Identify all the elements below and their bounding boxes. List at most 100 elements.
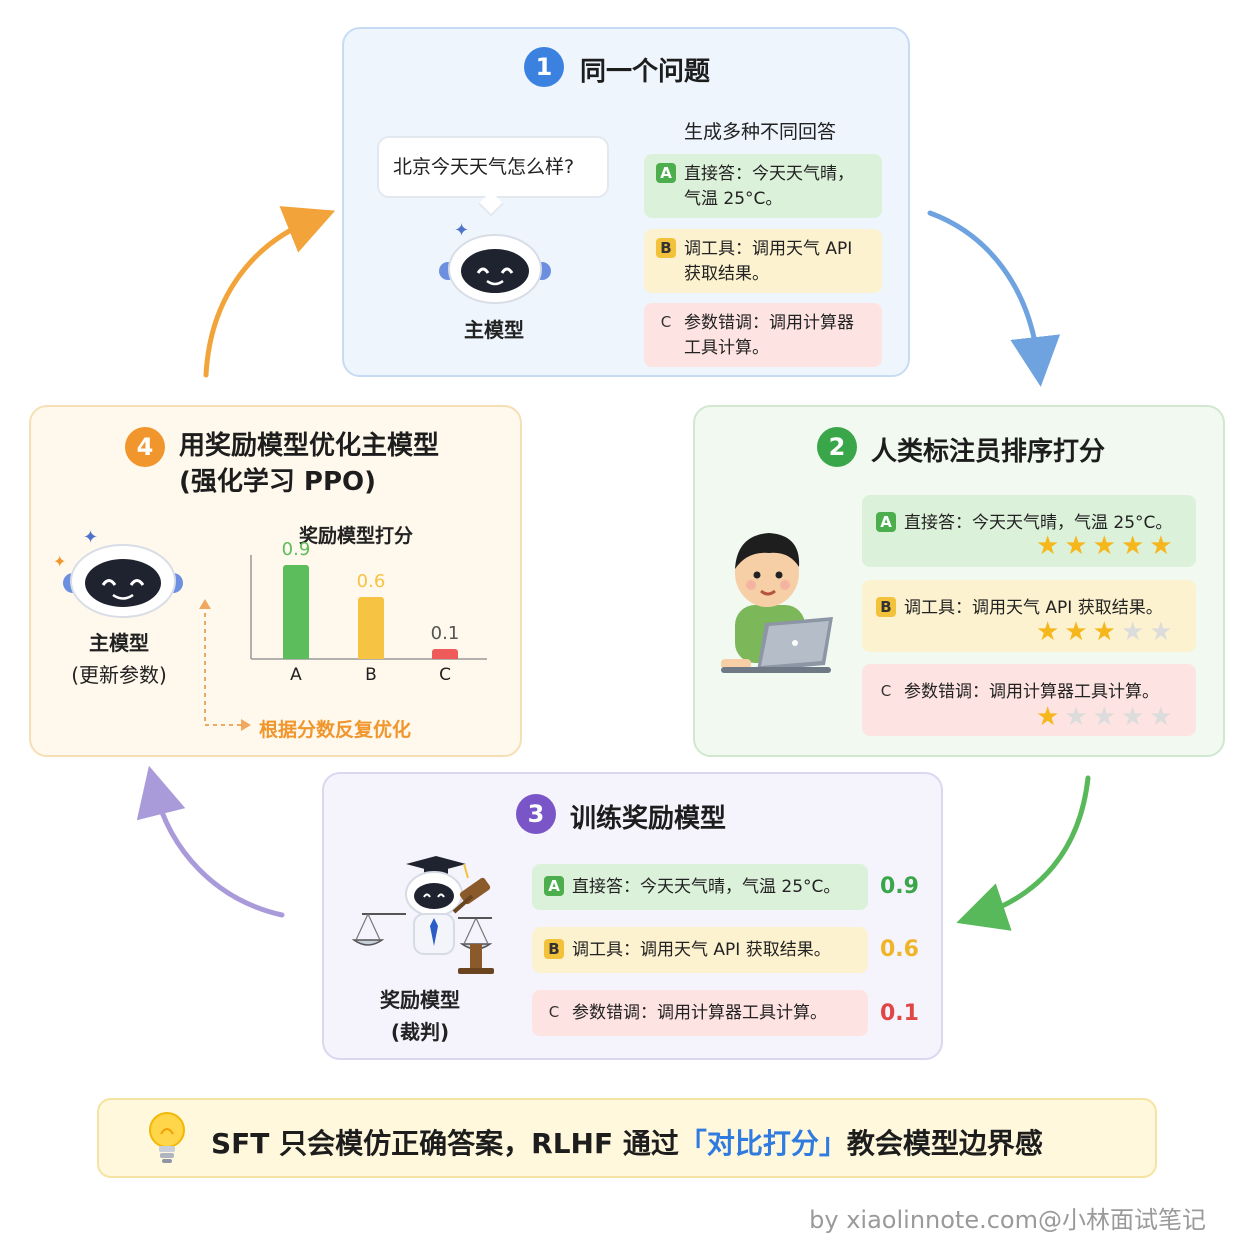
score-b: 0.6 bbox=[880, 937, 919, 962]
chart-value-label: 0.9 bbox=[281, 539, 311, 561]
star-filled-icon: ★ bbox=[1064, 531, 1093, 561]
summary-banner: SFT 只会模仿正确答案，RLHF 通过「对比打分」教会模型边界感 bbox=[97, 1098, 1157, 1178]
stars-c: ★★★★★ bbox=[1036, 702, 1178, 732]
star-empty-icon: ★ bbox=[1120, 702, 1150, 732]
ranked-item-b-label: 调工具：调用天气 API 获取结果。 bbox=[904, 598, 1163, 618]
footer-credit: by xiaolinnote.com@小林面试笔记 bbox=[809, 1206, 1206, 1234]
chart-bar-a bbox=[283, 565, 309, 659]
star-filled-icon: ★ bbox=[1149, 531, 1178, 561]
panel-title: 同一个问题 bbox=[580, 57, 711, 87]
chart-value-label: 0.6 bbox=[356, 570, 386, 592]
ranked-item-c-label: 参数错调：调用计算器工具计算。 bbox=[904, 682, 1159, 702]
tag-a: A bbox=[544, 876, 564, 896]
chart-axes bbox=[250, 555, 487, 660]
star-filled-icon: ★ bbox=[1036, 702, 1065, 732]
tag-b: B bbox=[656, 238, 676, 258]
summary-highlight: 「对比打分」 bbox=[678, 1127, 847, 1160]
answer-a: A 直接答：今天天气晴， 气温 25°C。 bbox=[644, 154, 882, 218]
answer-b-line2: 获取结果。 bbox=[684, 264, 769, 284]
tag-a: A bbox=[876, 512, 896, 532]
chart-value-label: 0.1 bbox=[430, 622, 460, 644]
scored-item-a: A 直接答：今天天气晴，气温 25°C。 bbox=[532, 864, 868, 910]
score-c: 0.1 bbox=[880, 1001, 919, 1026]
judge-robot-icon bbox=[351, 856, 494, 974]
answer-c-line2: 工具计算。 bbox=[684, 338, 769, 358]
arrow-1-to-2 bbox=[927, 210, 1061, 387]
tag-b: B bbox=[544, 939, 564, 959]
chart-category-label: A bbox=[290, 665, 302, 685]
answer-a-line1: 直接答：今天天气晴， bbox=[684, 164, 854, 184]
ranked-item-a-text: A 直接答：今天天气晴，气温 25°C。 bbox=[876, 508, 1172, 533]
chart-category-label: B bbox=[365, 665, 377, 685]
answer-c: C 参数错调：调用计算器 工具计算。 bbox=[644, 303, 882, 367]
svg-text:✦: ✦ bbox=[83, 527, 98, 548]
main-model-label: 主模型 bbox=[464, 318, 524, 342]
answer-a-line2: 气温 25°C。 bbox=[684, 189, 783, 209]
arrow-3-to-4 bbox=[136, 765, 285, 918]
scored-item-a-text: 直接答：今天天气晴，气温 25°C。 bbox=[572, 877, 841, 897]
summary-text-before: SFT 只会模仿正确答案，RLHF 通过 bbox=[211, 1127, 679, 1160]
arrow-4-to-1 bbox=[203, 206, 336, 378]
star-filled-icon: ★ bbox=[1036, 531, 1065, 561]
answer-b: B 调工具：调用天气 API 获取结果。 bbox=[644, 229, 882, 293]
summary-text-after: 教会模型边界感 bbox=[846, 1127, 1043, 1160]
star-empty-icon: ★ bbox=[1149, 617, 1178, 647]
feedback-text: 根据分数反复优化 bbox=[259, 719, 412, 741]
main-model-label-line1: 主模型 bbox=[89, 631, 149, 655]
star-filled-icon: ★ bbox=[1092, 617, 1121, 647]
svg-text:✦: ✦ bbox=[454, 220, 469, 241]
panel-title-line1: 用奖励模型优化主模型 bbox=[179, 431, 440, 461]
ranked-item-a bbox=[862, 495, 1196, 567]
panel-title-line2: (强化学习 PPO) bbox=[179, 467, 377, 497]
scored-item-c-text: 参数错调：调用计算器工具计算。 bbox=[572, 1003, 827, 1023]
ranked-item-c bbox=[862, 664, 1196, 736]
star-empty-icon: ★ bbox=[1092, 702, 1121, 732]
panel-train-reward-model: 3 训练奖励模型 奖励模型 (裁判) A 直接答：今天天气晴，气温 25°C。 0… bbox=[322, 772, 943, 1060]
answer-b-line1: 调工具：调用天气 API bbox=[684, 239, 853, 259]
step-badge-2: 2 bbox=[817, 427, 857, 467]
ranked-item-b bbox=[862, 580, 1196, 652]
scored-item-b: B 调工具：调用天气 API 获取结果。 bbox=[532, 927, 868, 973]
score-a: 0.9 bbox=[880, 874, 919, 899]
step-badge-3: 3 bbox=[516, 794, 556, 834]
answer-c-line1: 参数错调：调用计算器 bbox=[684, 313, 854, 333]
tag-c: C bbox=[660, 313, 672, 331]
panel-title: 人类标注员排序打分 bbox=[871, 437, 1106, 467]
star-empty-icon: ★ bbox=[1149, 702, 1178, 732]
chart-title: 奖励模型打分 bbox=[299, 525, 414, 547]
main-model-label-line2: (更新参数) bbox=[71, 663, 167, 687]
summary-text: SFT 只会模仿正确答案，RLHF 通过「对比打分」教会模型边界感 bbox=[211, 1122, 1043, 1162]
chart-bar-c bbox=[432, 648, 458, 659]
panel-title: 训练奖励模型 bbox=[570, 804, 727, 834]
chart-bar-b bbox=[358, 596, 384, 659]
tag-c: C bbox=[880, 682, 892, 700]
question-bubble: 北京今天天气怎么样? bbox=[377, 136, 609, 198]
star-filled-icon: ★ bbox=[1064, 617, 1093, 647]
panel-optimize-main-model: 4 用奖励模型优化主模型 (强化学习 PPO) ✦ ✦ 主模型 (更新参数) 奖… bbox=[29, 405, 522, 757]
stars-b: ★★★★★ bbox=[1036, 617, 1178, 647]
tag-c: C bbox=[548, 1003, 560, 1021]
ranked-item-b-text: B 调工具：调用天气 API 获取结果。 bbox=[876, 593, 1163, 618]
star-filled-icon: ★ bbox=[1120, 531, 1150, 561]
star-empty-icon: ★ bbox=[1120, 617, 1150, 647]
answers-heading: 生成多种不同回答 bbox=[684, 121, 837, 143]
reward-model-label-line1: 奖励模型 bbox=[380, 988, 460, 1012]
star-filled-icon: ★ bbox=[1036, 617, 1065, 647]
star-filled-icon: ★ bbox=[1092, 531, 1121, 561]
ranked-item-c-text: C 参数错调：调用计算器工具计算。 bbox=[876, 677, 1159, 702]
annotator-person-icon bbox=[721, 533, 833, 673]
reward-model-label-line2: (裁判) bbox=[390, 1020, 450, 1044]
scored-item-b-text: 调工具：调用天气 API 获取结果。 bbox=[572, 940, 831, 960]
panel-same-question: 1 同一个问题 北京今天天气怎么样? ✦ 主模型 生成多种不同回答 A 直接答：今… bbox=[342, 27, 910, 377]
tag-b: B bbox=[876, 597, 896, 617]
robot-icon: ✦ ✦ bbox=[53, 527, 183, 618]
arrow-2-to-3 bbox=[956, 775, 1091, 931]
ranked-item-a-label: 直接答：今天天气晴，气温 25°C。 bbox=[904, 513, 1173, 533]
robot-icon: ✦ bbox=[439, 220, 551, 304]
svg-text:✦: ✦ bbox=[53, 552, 66, 571]
step-badge-1: 1 bbox=[524, 47, 564, 87]
star-empty-icon: ★ bbox=[1064, 702, 1093, 732]
tag-a: A bbox=[656, 163, 676, 183]
